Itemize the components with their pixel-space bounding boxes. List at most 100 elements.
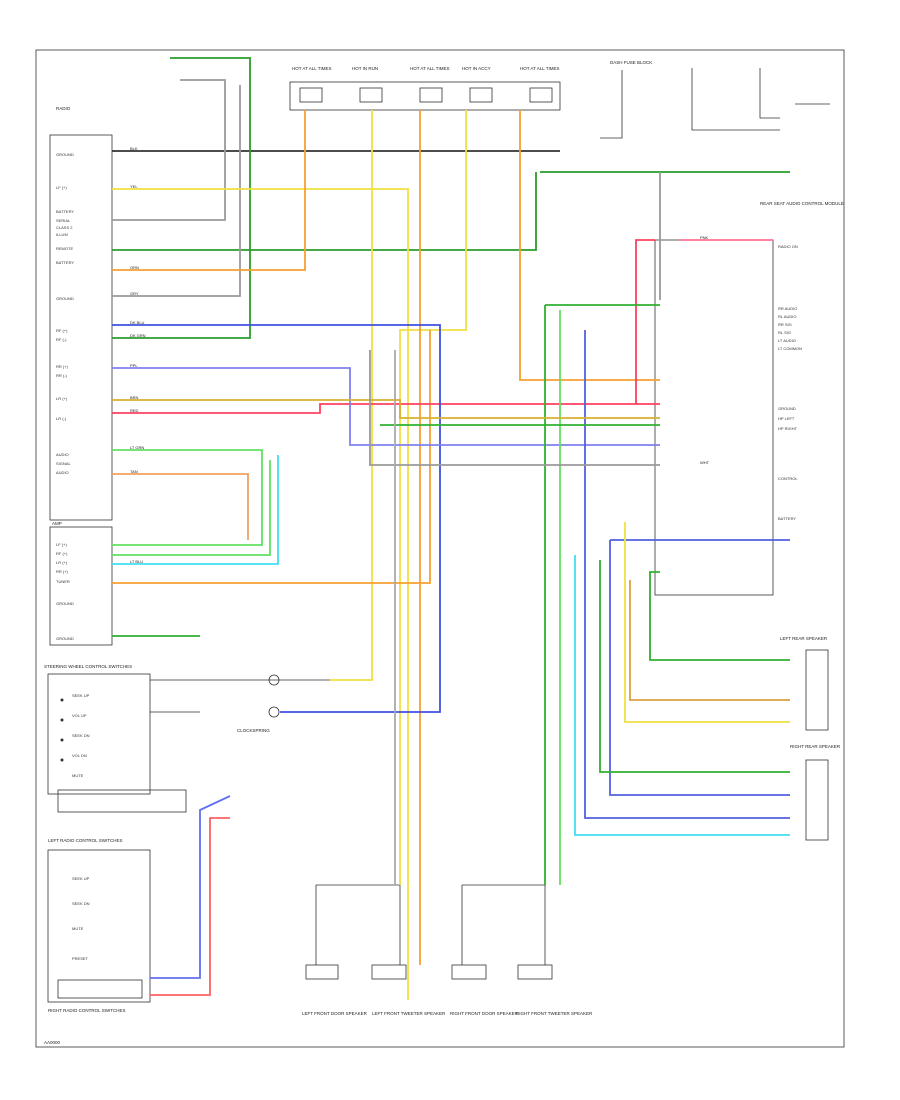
svg-text:LR (-): LR (-) [56, 416, 67, 421]
wc-wht: WHT [700, 460, 710, 465]
wc-tan: TAN [130, 469, 138, 474]
rear-pin-hp-right: HP RIGHT [778, 426, 798, 431]
rf-door-label: RIGHT FRONT DOOR SPEAKER [450, 1011, 519, 1016]
rear-pin-lt-common: LT COMMON [778, 346, 802, 351]
wire-brown-3 [629, 580, 790, 701]
dash-fuse-label: DASH FUSE BLOCK [610, 60, 652, 65]
wc-orn: ORN [130, 265, 139, 270]
wire-dk-grn-top [112, 57, 251, 339]
right-switches-label: RIGHT RADIO CONTROL SWITCHES [48, 1008, 126, 1013]
wire-orange-3 [112, 330, 431, 584]
clockspring: CLOCKSPRING [150, 674, 330, 733]
svg-text:TUNER: TUNER [56, 579, 70, 584]
svg-text:AUDIO: AUDIO [56, 470, 69, 475]
svg-text:PRESET: PRESET [72, 956, 89, 961]
top-fuse-label-5: HOT AT ALL TIMES [520, 66, 560, 71]
clockspring-label: CLOCKSPRING [237, 728, 270, 733]
svg-text:VOL UP: VOL UP [72, 713, 87, 718]
svg-text:BATTERY: BATTERY [56, 209, 74, 214]
lf-tweeter-label: LEFT FRONT TWEETER SPEAKER [372, 1011, 446, 1016]
wires [112, 57, 790, 1000]
svg-text:LR (+): LR (+) [56, 396, 68, 401]
wire-grey-2 [112, 85, 241, 297]
rf-tweeter-label: RIGHT FRONT TWEETER SPEAKER [516, 1011, 593, 1016]
wire-grey-1 [112, 79, 226, 221]
wire-code-labels: BLK YEL ORN RED GRY LT GRN DK GRN BRN TA… [130, 146, 710, 564]
svg-text:BATTERY: BATTERY [56, 260, 74, 265]
ground-label: GROUND [56, 636, 74, 641]
top-fuse-label-2: HOT IN RUN [352, 66, 378, 71]
svg-text:GROUND: GROUND [56, 152, 74, 157]
rear-pin-rl-audio: RL AUDIO [778, 314, 797, 319]
svg-text:SIGNAL: SIGNAL [56, 461, 71, 466]
wire-blue-1 [112, 324, 441, 713]
wire-lt-grn-7 [599, 560, 790, 773]
right-rear-speaker-label: RIGHT REAR SPEAKER [790, 744, 841, 749]
rear-pin-lt-audio: LT AUDIO [778, 338, 796, 343]
svg-text:VOL DN: VOL DN [72, 753, 87, 758]
svg-text:LF (+): LF (+) [56, 542, 67, 547]
wc-lt-grn: LT GRN [130, 445, 144, 450]
svg-text:ILLUM: ILLUM [56, 232, 68, 237]
wire-red-3 [150, 817, 230, 996]
rear-pin-battery: BATTERY [778, 516, 796, 521]
rear-pin-control: CONTROL [778, 476, 798, 481]
wire-blue-2 [150, 795, 231, 979]
steering-switches: STEERING WHEEL CONTROL SWITCHES SEEK UP … [44, 664, 187, 813]
radio-label: RADIO [56, 106, 71, 111]
svg-text:SEEK DN: SEEK DN [72, 901, 90, 906]
wire-yellow-2 [330, 110, 373, 681]
wc-red: RED [130, 408, 139, 413]
footer-code: AA0000 [44, 1040, 61, 1045]
wire-blue-right [609, 539, 790, 796]
svg-text:SEEK DN: SEEK DN [72, 733, 90, 738]
wire-lt-grn-6 [649, 571, 790, 661]
amp-label: AMP [52, 521, 62, 526]
wire-lt-grn-5 [544, 304, 660, 885]
rear-audio-label: REAR SEAT AUDIO CONTROL MODULE [760, 201, 844, 206]
wire-red-2 [635, 239, 655, 404]
diagram-frame [35, 49, 845, 1048]
wc-dk-blu: DK BLU [130, 320, 145, 325]
svg-text:SEEK UP: SEEK UP [72, 693, 90, 698]
wc-yel: YEL [130, 184, 138, 189]
top-fuse-label-1: HOT AT ALL TIMES [292, 66, 332, 71]
radio-component: RADIO GROUND LF (+) BATTERY SERIAL CLASS… [49, 106, 113, 521]
rear-pin-ground: GROUND [778, 406, 796, 411]
top-fuse-block: HOT AT ALL TIMES HOT IN RUN HOT AT ALL T… [289, 60, 830, 139]
svg-text:RF (+): RF (+) [56, 328, 68, 333]
rear-audio-module: REAR SEAT AUDIO CONTROL MODULE RADIO ON … [654, 201, 844, 596]
wire-cyan-2 [574, 555, 790, 836]
wire-orange-1 [112, 110, 306, 271]
svg-text:AUDIO: AUDIO [56, 452, 69, 457]
svg-text:RR (-): RR (-) [56, 373, 68, 378]
rear-pin-rr-audio: RR AUDIO [778, 306, 797, 311]
wc-ppl: PPL [130, 363, 138, 368]
wire-yellow-1 [112, 188, 409, 1000]
wire-lt-grn-1 [112, 449, 263, 546]
wc-dk-grn: DK GRN [130, 333, 146, 338]
svg-text:SEEK UP: SEEK UP [72, 876, 90, 881]
left-rear-speaker: LEFT REAR SPEAKER [780, 636, 829, 731]
svg-text:RF (+): RF (+) [56, 551, 68, 556]
rear-pin-rl-sig: RL SIG [778, 330, 791, 335]
wire-blue-rear [584, 330, 790, 819]
svg-text:SERIAL: SERIAL [56, 218, 71, 223]
svg-text:REMOTE: REMOTE [56, 246, 73, 251]
svg-text:LR (+): LR (+) [56, 560, 68, 565]
wire-cyan-1 [112, 455, 279, 565]
svg-text:RF (-): RF (-) [56, 337, 67, 342]
rear-pin-rr-sig: RR SIG [778, 322, 792, 327]
top-fuse-label-4: HOT IN ACCY [462, 66, 491, 71]
rear-pin-hp-left: HP LEFT [778, 416, 795, 421]
amp-component: AMP LF (+) RF (+) LR (+) RR (+) TUNER GR… [49, 521, 113, 646]
svg-text:GROUND: GROUND [56, 601, 74, 606]
svg-text:RR (+): RR (+) [56, 569, 69, 574]
lf-door-label: LEFT FRONT DOOR SPEAKER [302, 1011, 368, 1016]
wire-yellow-3 [399, 110, 467, 885]
wire-brown-1 [112, 399, 660, 419]
svg-text:MUTE: MUTE [72, 773, 84, 778]
svg-text:RR (+): RR (+) [56, 364, 69, 369]
wc-blk: BLK [130, 146, 138, 151]
